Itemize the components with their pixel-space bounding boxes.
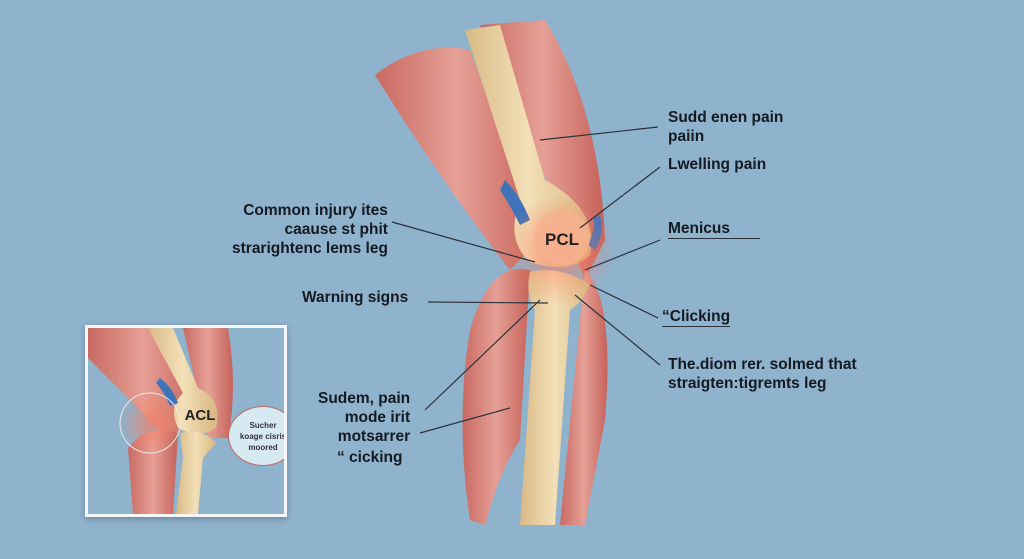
- label-common-injury: Common injury ites caause st phit strari…: [232, 202, 388, 257]
- label-clicking-left: “ cicking: [337, 449, 403, 466]
- label-swelling: Lwelling pain: [668, 156, 767, 173]
- calf-muscles: [462, 268, 608, 525]
- label-meniscus: Menicus: [668, 219, 760, 239]
- label-sudden-pain-right: Sudd enen pain paiin: [668, 109, 784, 145]
- label-description: The.diom rer. solmed that straigten:tigr…: [668, 356, 857, 392]
- acl-label: ACL: [185, 407, 216, 424]
- leader-lines: [391, 126, 661, 434]
- label-warning-signs: Warning signs: [302, 289, 409, 306]
- label-clicking-right: “Clicking: [662, 308, 731, 327]
- label-sudden-pain-left: Sudem, pain mode irit motsarrer: [318, 390, 411, 445]
- inset-callout: Sucher koage cisris moored: [228, 406, 284, 466]
- acl-inset: ACL Sucher koage cisris moored: [85, 325, 287, 517]
- pcl-bubble: [534, 210, 590, 266]
- inset-illustration: ACL: [88, 328, 233, 514]
- tibia: [520, 270, 590, 525]
- pcl-label: PCL: [545, 230, 579, 249]
